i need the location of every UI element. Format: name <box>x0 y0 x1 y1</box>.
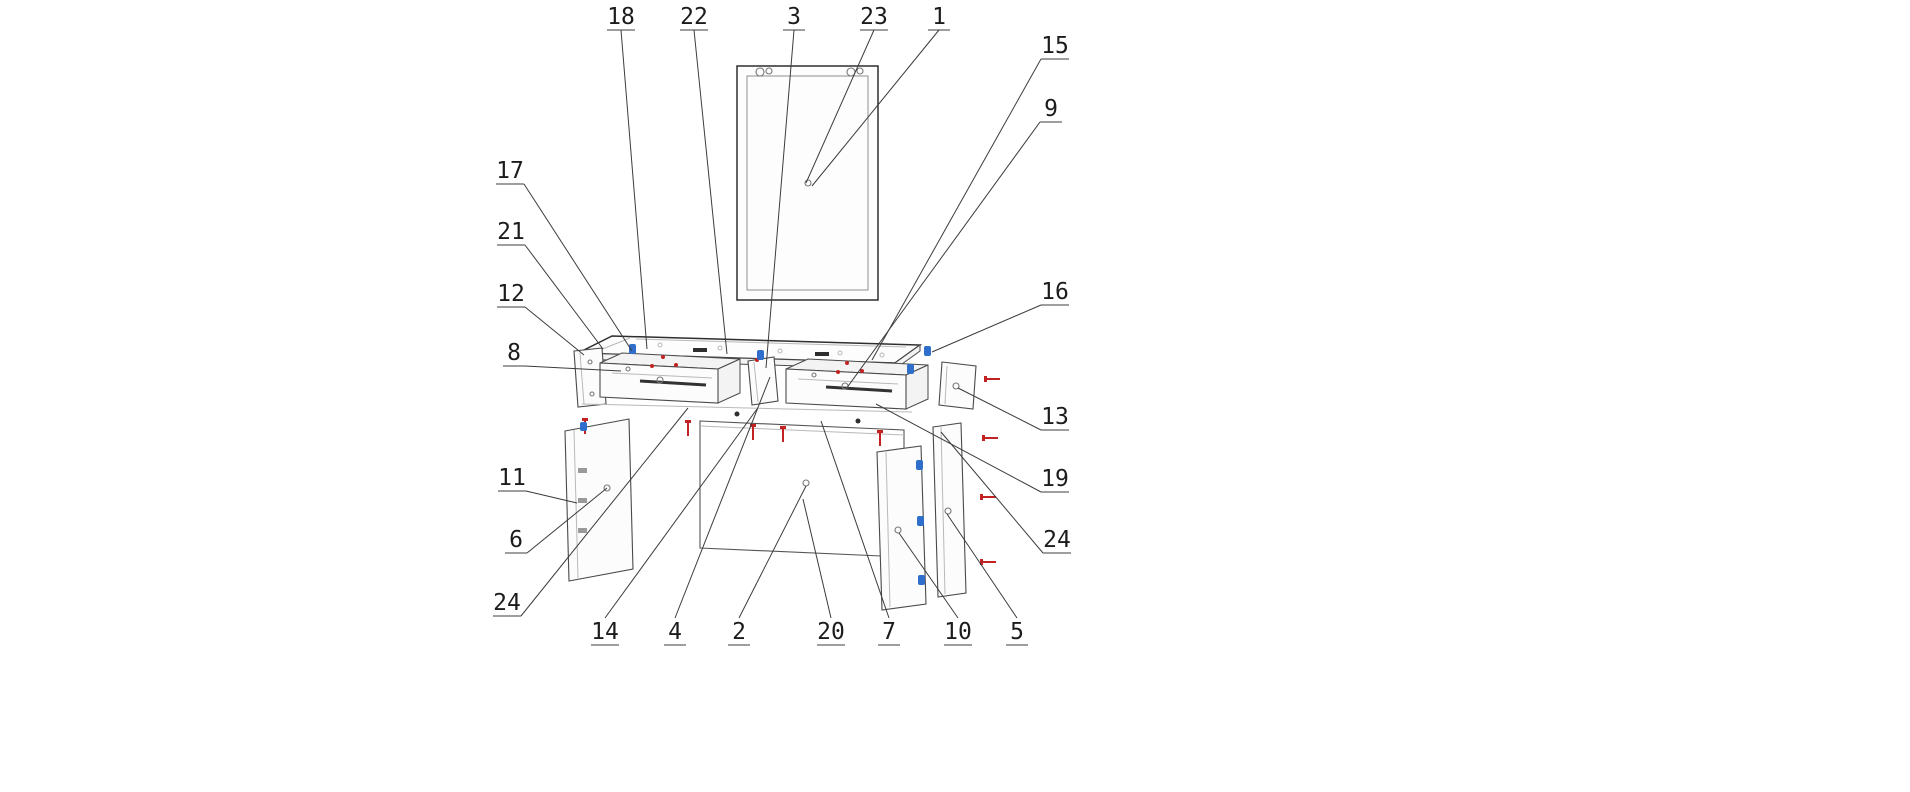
leader-6 <box>526 487 608 554</box>
drawer-left-hole <box>656 376 664 384</box>
red-screw-fasteners <box>582 355 1000 565</box>
leg-panel-left-hole <box>603 484 611 492</box>
callout-label-13: 13 <box>1041 404 1069 430</box>
callout-label-11: 11 <box>498 465 526 491</box>
callout-label-2: 2 <box>732 619 746 645</box>
side-panel-right-narrow <box>932 422 967 598</box>
callout-label-4: 4 <box>668 619 682 645</box>
callout-label-20: 20 <box>817 619 845 645</box>
carcass-bottom-rail <box>581 403 913 424</box>
leader-21 <box>524 244 604 350</box>
callout-label-9: 9 <box>1044 96 1058 122</box>
callout-label-16: 16 <box>1041 279 1069 305</box>
leader-8 <box>524 365 622 372</box>
leader-24-left <box>520 407 689 617</box>
callout-label-24-left: 24 <box>493 590 521 616</box>
drawer-slide-left <box>639 379 707 387</box>
leader-lines <box>493 29 1071 646</box>
leader-14 <box>604 408 758 619</box>
leader-20 <box>802 498 832 619</box>
leader-24-right <box>940 431 1044 554</box>
drawer-slide-right <box>825 385 893 393</box>
callout-label-6: 6 <box>509 527 523 553</box>
leader-15 <box>871 58 1042 361</box>
leader-10 <box>898 532 959 619</box>
callout-label-19: 19 <box>1041 466 1069 492</box>
mirror-frame <box>736 65 879 301</box>
mirror-hanger-left-icon <box>755 67 765 77</box>
leader-5 <box>946 513 1018 619</box>
leader-7 <box>820 420 890 619</box>
side-panel-right-narrow-hole <box>944 507 952 515</box>
callout-label-18: 18 <box>607 4 635 30</box>
leader-13 <box>957 387 1042 431</box>
callout-label-5: 5 <box>1010 619 1024 645</box>
leader-11 <box>525 490 578 504</box>
mirror-glass <box>746 75 869 291</box>
back-panel <box>699 420 905 558</box>
drawer-right <box>785 358 929 410</box>
callout-label-24-right: 24 <box>1043 527 1071 553</box>
callout-labels: 18 22 3 23 1 15 9 17 21 12 8 16 13 19 24… <box>493 4 1071 645</box>
side-panel-right-small-hole <box>952 382 960 390</box>
leader-1 <box>811 29 940 187</box>
leg-panel-right-hole <box>894 526 902 534</box>
side-panel-left-small <box>573 347 607 408</box>
callout-label-8: 8 <box>507 340 521 366</box>
callout-label-21: 21 <box>497 219 525 245</box>
leg-panel-left <box>564 418 634 582</box>
callout-label-10: 10 <box>944 619 972 645</box>
leader-17 <box>523 183 633 352</box>
callout-label-22: 22 <box>680 4 708 30</box>
leader-23 <box>805 29 875 184</box>
leader-18 <box>620 29 648 350</box>
center-divider-panel <box>747 356 779 406</box>
leader-16 <box>931 304 1042 353</box>
callout-label-7: 7 <box>882 619 896 645</box>
side-panel-right-small <box>938 361 977 410</box>
leader-3 <box>765 29 795 369</box>
mirror <box>736 65 879 301</box>
drawer-left <box>599 352 741 404</box>
leader-22 <box>693 29 728 355</box>
leg-panel-right <box>876 445 927 611</box>
callout-label-15: 15 <box>1041 33 1069 59</box>
leader-19 <box>875 403 1042 493</box>
callout-label-1: 1 <box>932 4 946 30</box>
leader-2 <box>738 485 807 619</box>
callout-label-12: 12 <box>497 281 525 307</box>
leader-12 <box>524 306 585 356</box>
leader-9 <box>845 121 1041 390</box>
callout-label-3: 3 <box>787 4 801 30</box>
rail-bracket-right <box>815 352 829 356</box>
callout-label-23: 23 <box>860 4 888 30</box>
rail-bracket-left <box>693 348 707 352</box>
leader-4 <box>674 376 771 619</box>
mirror-center-hole <box>804 179 812 187</box>
callout-label-17: 17 <box>496 158 524 184</box>
blue-cam-fasteners <box>580 344 931 585</box>
callout-label-14: 14 <box>591 619 619 645</box>
